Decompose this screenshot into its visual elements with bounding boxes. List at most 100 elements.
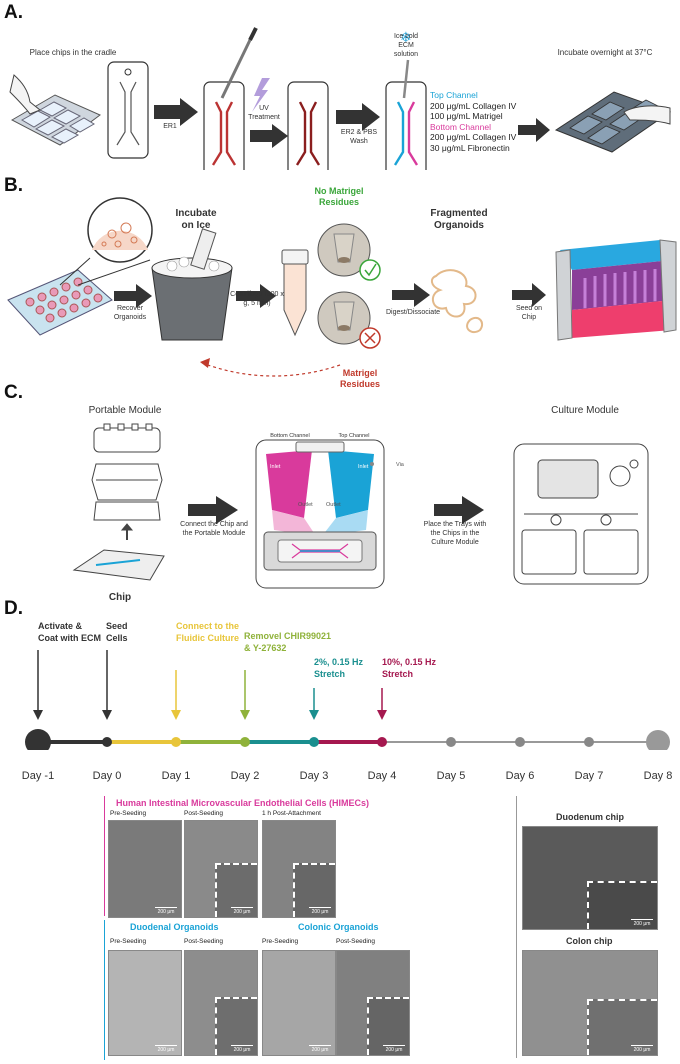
duo-pre-label: Pre-Seeding — [110, 938, 147, 945]
himec-bracket — [104, 796, 105, 916]
bottom-channel-label: Bottom Channel — [430, 121, 491, 132]
seed-label: Seed on Chip — [515, 305, 543, 321]
day-8: Day 8 — [643, 770, 673, 782]
er1-label: ER1 — [163, 123, 177, 130]
er2-label: ER2 & PBS Wash — [340, 129, 378, 145]
inlet-right: Inlet — [358, 464, 369, 470]
himec-title: Human Intestinal Microvascular Endotheli… — [116, 798, 370, 808]
col-pre-label: Pre-Seeding — [262, 938, 299, 945]
right-divider — [516, 796, 517, 1058]
arrow-a3 — [336, 103, 380, 131]
fragmented-organoids — [430, 269, 484, 334]
himec-attach-image: 200 μm — [262, 820, 336, 918]
connect-label: Connect the Chip and the Portable Module — [180, 521, 248, 537]
portable-label: Portable Module — [88, 405, 162, 416]
cradle-tray — [9, 74, 101, 146]
scale-label: 200 μm — [633, 1047, 651, 1053]
duodenum-chip-title: Duodenum chip — [556, 812, 624, 822]
fragmented-label: Fragmented Organoids — [430, 208, 488, 231]
chip-label: Chip — [108, 592, 132, 603]
culture-label: Culture Module — [551, 405, 619, 416]
portable-module — [72, 423, 165, 581]
panel-a-diagram: ❄ — [9, 27, 672, 170]
outlet-left: Outlet — [298, 502, 313, 508]
col-post-label: Post-Seeding — [336, 938, 376, 945]
incubate-ice-label: Incubate on Ice — [175, 208, 217, 231]
panel-b-diagram — [7, 197, 677, 377]
matrigel-label: Matrigel Residues — [339, 368, 381, 389]
ice-pot — [151, 228, 233, 341]
day-7: Day 7 — [574, 770, 604, 782]
culture-module — [513, 443, 649, 585]
scale-label: 200 μm — [311, 909, 329, 915]
arrow-b4 — [512, 283, 546, 307]
check-icon — [359, 259, 381, 281]
top-channel-label: Top Channel — [430, 90, 478, 100]
organoid-bracket — [104, 920, 105, 1060]
organoid-zoom — [59, 197, 153, 286]
day-minus-1: Day -1 — [21, 770, 55, 782]
chip-1 — [107, 61, 149, 159]
col-post-image: 200 μm — [336, 950, 410, 1056]
day-0: Day 0 — [92, 770, 122, 782]
day-4: Day 4 — [367, 770, 397, 782]
panel-c-letter: C. — [4, 382, 23, 403]
uv-label: UV Treatment — [248, 105, 280, 121]
day-3: Day 3 — [299, 770, 329, 782]
no-matrigel-label: No Matrigel Residues — [314, 186, 364, 207]
panel-c-diagram — [72, 423, 649, 589]
bottom-fibronectin: 30 μg/mL Fibronectin — [430, 142, 510, 153]
inlet-left: Inlet — [270, 464, 281, 470]
himec-post-label: Post-Seeding — [184, 810, 224, 817]
scale-label: 200 μm — [233, 1047, 251, 1053]
event-stretch-10: 10%, 0.15 Hz Stretch — [382, 657, 437, 679]
day-1: Day 1 — [161, 770, 191, 782]
pod-bottom-label: Bottom Channel — [270, 433, 310, 439]
arrow-b3 — [392, 283, 430, 307]
duodenal-title: Duodenal Organoids — [130, 922, 219, 932]
scale-label: 200 μm — [633, 921, 651, 927]
event-connect: Connect to the Fluidic Culture — [176, 621, 239, 643]
event-activate: Activate & Coat with ECM — [38, 621, 101, 643]
pod-top-label: Top Channel — [338, 433, 370, 439]
bottom-collagen: 200 μg/mL Collagen IV — [430, 132, 517, 142]
chip-3 — [287, 81, 329, 170]
scale-label: 200 μm — [233, 909, 251, 915]
chip-3d — [555, 239, 677, 341]
day-5: Day 5 — [436, 770, 466, 782]
via-label: Via — [396, 462, 404, 468]
chip-4 — [385, 59, 427, 170]
scale-label: 200 μm — [157, 1047, 175, 1053]
duo-pre-image: 200 μm — [108, 950, 182, 1056]
colon-chip-image: 200 μm — [522, 950, 658, 1056]
place-label: Place the Trays with the Chips in the Cu… — [423, 521, 487, 546]
arrow-b1 — [114, 284, 152, 308]
recover-label: Recover Organoids — [113, 305, 147, 321]
scale-label: 200 μm — [157, 909, 175, 915]
place-chips-label: Place chips in the cradle — [29, 48, 117, 57]
digest-label: Digest/Dissociate — [385, 309, 441, 316]
top-matrigel: 100 μg/mL Matrigel — [430, 111, 503, 121]
colonic-title: Colonic Organoids — [298, 922, 379, 932]
duo-post-image: 200 μm — [184, 950, 258, 1056]
well-plate — [7, 269, 113, 336]
uv-lightning-icon — [252, 78, 270, 112]
centrifuge-tube — [281, 249, 309, 337]
colon-chip-title: Colon chip — [566, 936, 613, 946]
snowflake-icon: ❄ — [400, 29, 412, 45]
event-stretch-2: 2%, 0.15 Hz Stretch — [314, 657, 364, 679]
return-arrow — [199, 361, 341, 377]
arrow-c1 — [188, 496, 238, 524]
event-removel: Removel CHIR99021 & Y-27632 — [244, 631, 332, 653]
incubate-label: Incubate overnight at 37°C — [557, 48, 653, 57]
centrifuge-label: Centrifuge (300 x g, 5 min) — [230, 291, 284, 307]
arrow-a4 — [518, 118, 550, 142]
panel-b-letter: B. — [4, 175, 23, 196]
himec-attach-label: 1 h Post-Attachment — [262, 810, 321, 817]
panel-d-letter: D. — [4, 598, 23, 619]
event-seed: Seed Cells — [106, 621, 128, 643]
ice-label: Ice cold ECM solution — [393, 33, 419, 58]
arrow-a2 — [250, 124, 288, 148]
col-pre-image: 200 μm — [262, 950, 336, 1056]
top-collagen: 200 μg/mL Collagen IV — [430, 100, 517, 111]
